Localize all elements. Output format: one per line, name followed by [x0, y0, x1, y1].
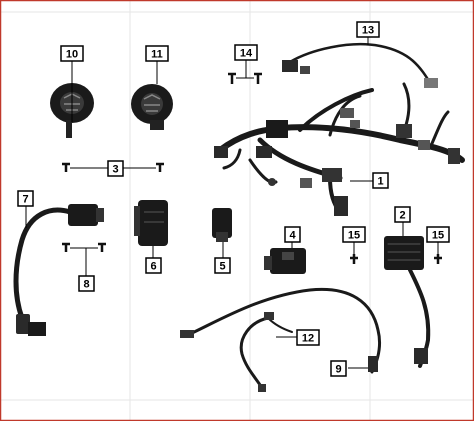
callout-15-left: 15	[342, 226, 366, 243]
callout-8: 8	[78, 275, 95, 292]
cdi-unit-6	[134, 200, 168, 246]
callout-2-label: 2	[399, 210, 405, 222]
callout-10-label: 10	[66, 49, 78, 61]
horn-right	[131, 84, 173, 130]
horn-left	[50, 83, 94, 138]
bolts-8	[62, 242, 106, 276]
wiring-harness-1	[214, 82, 465, 216]
bolts-3	[62, 162, 164, 172]
callout-4: 4	[284, 226, 301, 243]
callout-15-right: 15	[426, 226, 450, 243]
callout-11-label: 11	[151, 49, 163, 61]
bolts-15	[350, 242, 442, 264]
callout-9: 9	[330, 360, 347, 377]
callout-5: 5	[214, 257, 231, 274]
callout-3-label: 3	[112, 164, 118, 176]
relay-5	[212, 208, 232, 242]
callout-1-label: 1	[377, 176, 383, 188]
callout-12-label: 12	[302, 333, 314, 345]
cable-12	[239, 312, 293, 392]
callout-7-label: 7	[22, 194, 28, 206]
callout-13-label: 13	[362, 25, 374, 37]
callout-14-label: 14	[240, 48, 253, 60]
callout-15-left-label: 15	[348, 230, 360, 242]
callout-11: 11	[145, 45, 169, 62]
callout-3: 3	[107, 160, 124, 177]
callout-9-label: 9	[335, 364, 341, 376]
callout-15-right-label: 15	[432, 230, 444, 242]
rectifier-2	[384, 236, 431, 368]
callout-14: 14	[234, 44, 258, 61]
callout-10: 10	[60, 45, 84, 62]
callout-7: 7	[17, 190, 34, 207]
callout-6-label: 6	[150, 261, 156, 273]
stator-cable-7	[13, 204, 104, 336]
callout-8-label: 8	[83, 279, 89, 291]
callout-13: 13	[356, 21, 380, 38]
flasher-relay-4	[264, 248, 306, 274]
callout-2: 2	[394, 206, 411, 223]
callout-1: 1	[372, 172, 389, 189]
callout-12: 12	[296, 329, 320, 346]
bolts-14	[228, 60, 262, 84]
sensor-cable-13	[282, 37, 438, 88]
cable-9	[180, 287, 382, 374]
callout-5-label: 5	[219, 261, 225, 273]
callout-4-label: 4	[289, 230, 296, 242]
callout-6: 6	[145, 257, 162, 274]
